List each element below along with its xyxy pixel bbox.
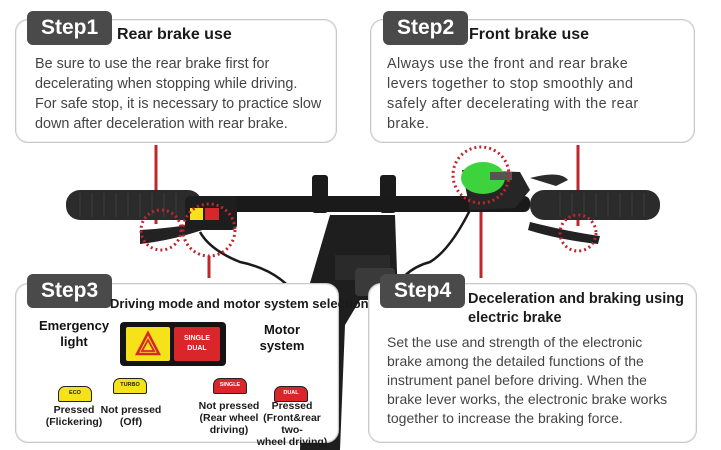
display-ring <box>451 145 511 205</box>
warning-triangle-icon <box>134 330 162 356</box>
right-grip <box>530 190 660 220</box>
rear-brake-ring <box>139 208 183 252</box>
step1-title: Rear brake use <box>117 26 232 43</box>
step1-tab: Step1 <box>27 11 113 45</box>
turbo-indicator: TURBO <box>113 378 147 394</box>
dual-indicator: DUAL <box>274 386 308 402</box>
bar-shape <box>200 196 530 212</box>
step2-title: Front brake use <box>469 26 590 43</box>
step3-tab: Step3 <box>27 274 113 308</box>
front-brake-ring <box>558 213 598 253</box>
step4-tab: Step4 <box>380 274 466 308</box>
mode-switch-ring <box>181 202 237 258</box>
single-indicator: SINGLE <box>213 378 247 394</box>
eco-indicator: ECO <box>58 386 92 402</box>
step2-tab: Step2 <box>383 11 469 45</box>
left-grip <box>66 190 202 220</box>
step3-title: Driving mode and motor system selection <box>110 296 369 311</box>
right-brake-lever <box>528 222 600 244</box>
turbo-caption: Not pressed(Off) <box>100 404 162 428</box>
dual-caption: Pressed(Front&rear two-wheel driving) <box>256 400 328 448</box>
panel-green-display <box>461 162 505 194</box>
emergency-light-button[interactable] <box>126 327 170 361</box>
eco-caption: Pressed(Flickering) <box>45 404 103 428</box>
step4-body: Set the use and strength of the electron… <box>387 334 668 426</box>
step4-card <box>368 283 697 443</box>
